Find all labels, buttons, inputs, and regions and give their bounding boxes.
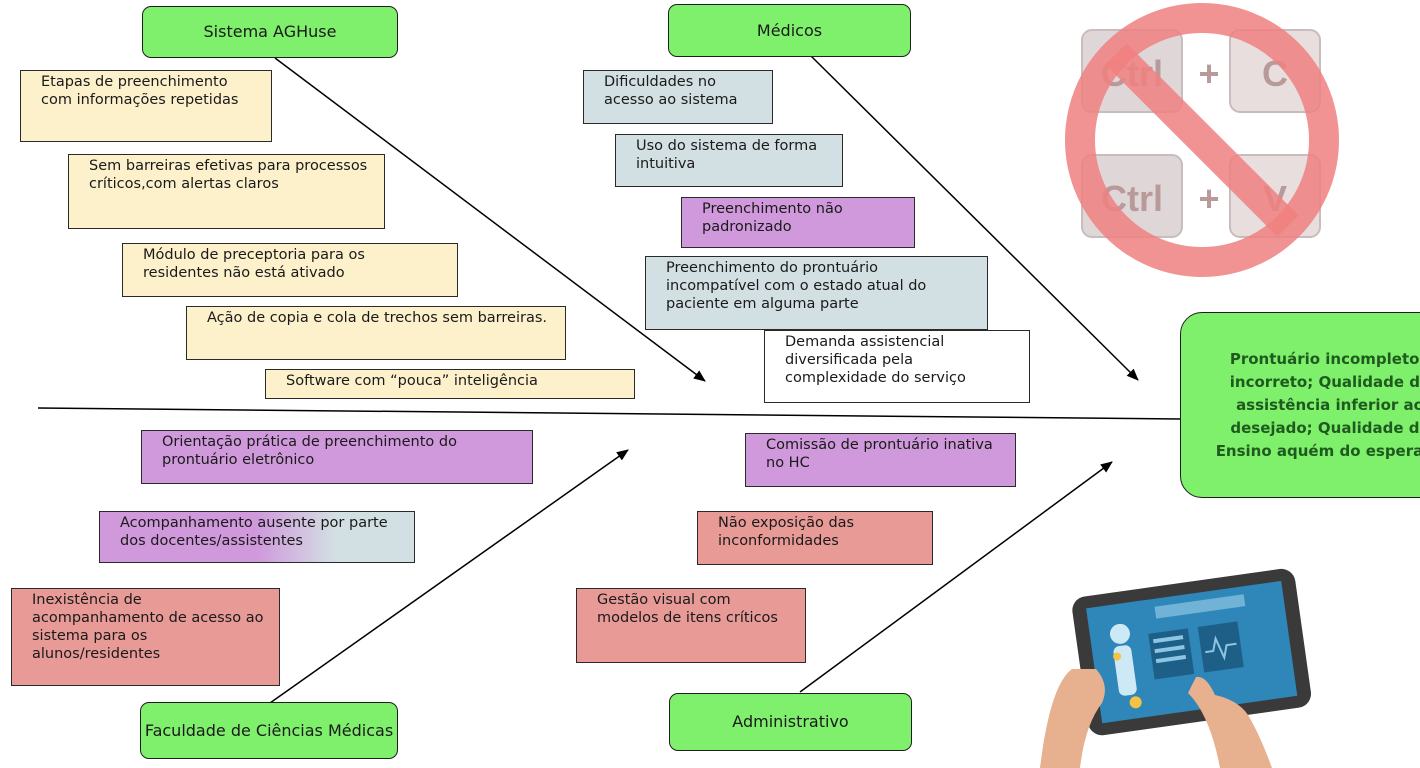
effect-text: Prontuário incompleto / incorreto; Quali… bbox=[1215, 349, 1420, 460]
plus-key-2-label: + bbox=[1198, 178, 1219, 219]
cause-medicos-2: Uso do sistema de forma intuitiva bbox=[615, 134, 843, 187]
bone-faculdade bbox=[269, 449, 629, 704]
bone-sistema bbox=[274, 57, 706, 382]
category-sistema-aghuse: Sistema AGHuse bbox=[142, 6, 398, 58]
plus-key-1-label: + bbox=[1198, 53, 1219, 94]
cause-administrativo-1: Comissão de prontuário inativa no HC bbox=[745, 433, 1016, 487]
cause-administrativo-3: Gestão visual com modelos de itens críti… bbox=[576, 588, 806, 663]
category-medicos: Médicos bbox=[668, 4, 911, 57]
cause-sistema-4: Ação de copia e cola de trechos sem barr… bbox=[186, 306, 566, 360]
cause-faculdade-1: Orientação prática de preenchimento do p… bbox=[141, 430, 533, 484]
prohibition-circle bbox=[1065, 3, 1339, 277]
bone-administrativo bbox=[799, 461, 1113, 693]
cause-faculdade-2: Acompanhamento ausente por parte dos doc… bbox=[99, 511, 415, 563]
cause-faculdade-3: Inexistência de acompanhamento de acesso… bbox=[11, 588, 280, 686]
category-administrativo: Administrativo bbox=[669, 693, 912, 751]
no-copy-paste-icon: Ctrl + C Ctrl + V bbox=[1065, 3, 1339, 277]
cause-sistema-3: Módulo de preceptoria para os residentes… bbox=[122, 243, 458, 297]
tablet-hands-icon bbox=[1040, 568, 1312, 768]
cause-medicos-3: Preenchimento não padronizado bbox=[681, 197, 915, 248]
cause-sistema-5: Software com “pouca” inteligência bbox=[265, 369, 635, 399]
cause-sistema-1: Etapas de preenchimento com informações … bbox=[20, 70, 272, 142]
bone-medicos bbox=[809, 54, 1139, 381]
cause-sistema-2: Sem barreiras efetivas para processos cr… bbox=[68, 154, 385, 229]
cause-administrativo-2: Não exposição das inconformidades bbox=[697, 511, 933, 565]
cause-medicos-4: Preenchimento do prontuário incompatível… bbox=[645, 256, 988, 330]
effect-box: Prontuário incompleto / incorreto; Quali… bbox=[1180, 312, 1420, 498]
prohibition-slash bbox=[1105, 43, 1299, 237]
category-faculdade: Faculdade de Ciências Médicas bbox=[140, 702, 398, 759]
cause-medicos-1: Dificuldades no acesso ao sistema bbox=[583, 70, 773, 124]
spine-line bbox=[37, 407, 1181, 420]
cause-medicos-5: Demanda assistencial diversificada pela … bbox=[764, 330, 1030, 403]
